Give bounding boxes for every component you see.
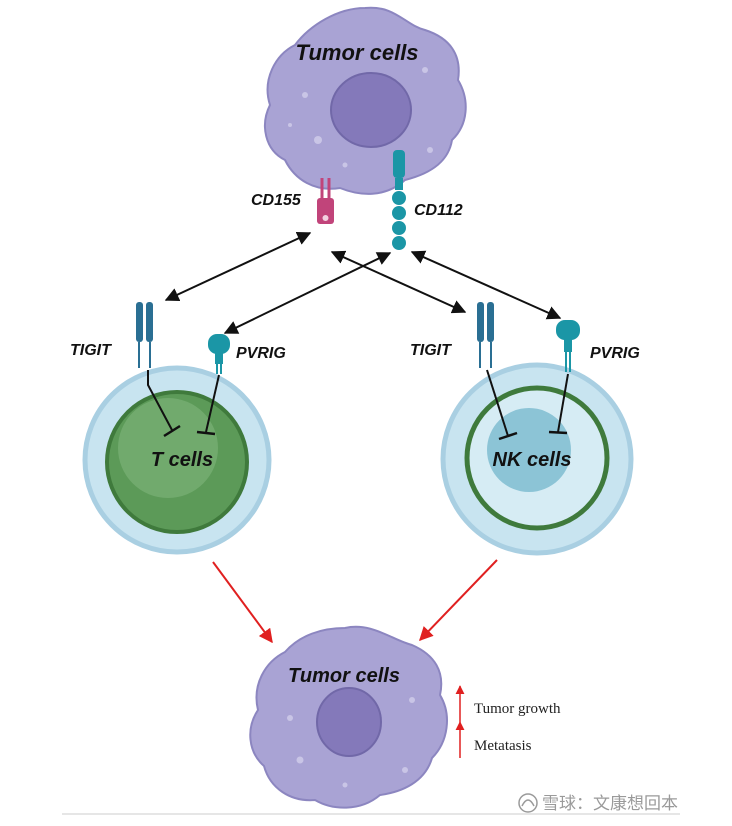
cd112-receptor bbox=[392, 150, 406, 250]
outcome-metastasis: Metatasis bbox=[474, 738, 532, 754]
tumor-bottom-label: Tumor cells bbox=[288, 665, 400, 687]
arrow-cd155-tigit-nk bbox=[330, 250, 467, 314]
arrow-cd112-pvrig-nk bbox=[410, 250, 562, 320]
t-cells-label: T cells bbox=[151, 449, 213, 471]
cd112-label: CD112 bbox=[414, 202, 463, 219]
tigit-t-label: TIGIT bbox=[70, 342, 112, 359]
tumor-cell-top bbox=[264, 6, 467, 195]
inhibit-tigit-nk bbox=[486, 369, 509, 437]
tigit-receptor-nk bbox=[477, 302, 494, 368]
pvrig-receptor-t bbox=[208, 334, 230, 374]
arrow-tigit-t-cd155 bbox=[164, 231, 312, 302]
nk-cell bbox=[440, 362, 634, 556]
cd155-label: CD155 bbox=[251, 192, 302, 209]
tigit-receptor-t bbox=[136, 302, 153, 368]
arrow-t-to-tumor bbox=[212, 561, 273, 644]
arrow-nk-to-tumor bbox=[419, 559, 498, 642]
snowball-logo-icon bbox=[518, 793, 538, 813]
arrow-pvrig-t-cd112 bbox=[223, 252, 392, 334]
tigit-nk-label: TIGIT bbox=[410, 342, 452, 359]
outcome-growth: Tumor growth bbox=[474, 701, 561, 717]
tumor-top-label: Tumor cells bbox=[295, 40, 418, 65]
watermark-text: 雪球：文康想回本 bbox=[542, 794, 678, 814]
tumor-cell-bottom bbox=[249, 625, 448, 809]
inhibit-tigit-t bbox=[147, 370, 173, 431]
inhibit-pvrig-t bbox=[205, 374, 220, 433]
pvrig-nk-label: PVRIG bbox=[590, 345, 640, 362]
t-cell bbox=[82, 365, 272, 555]
tumor-nucleus-bottom bbox=[316, 687, 382, 757]
tumor-nucleus-top bbox=[330, 72, 412, 148]
pvrig-t-label: PVRIG bbox=[236, 345, 286, 362]
pvrig-receptor-nk bbox=[556, 320, 580, 372]
nk-cells-label: NK cells bbox=[493, 449, 572, 471]
inhibit-pvrig-nk bbox=[557, 373, 569, 433]
cd155-receptor bbox=[317, 178, 334, 224]
